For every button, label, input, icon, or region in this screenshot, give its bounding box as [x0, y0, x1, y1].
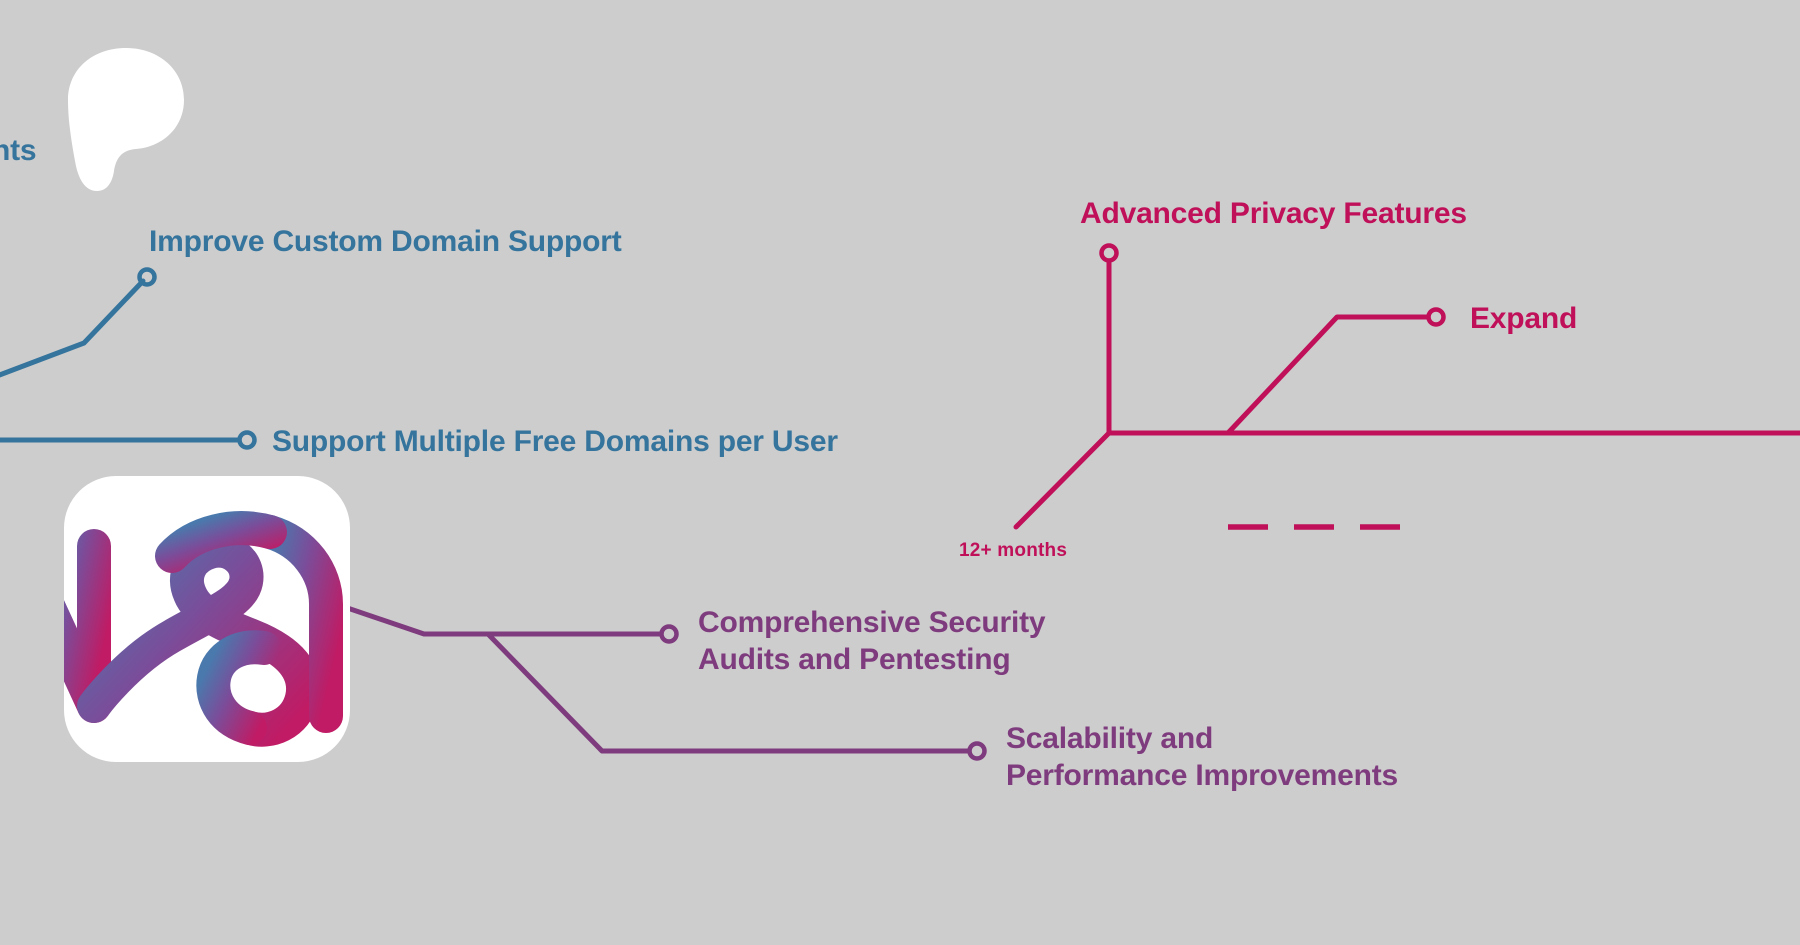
branch-diagonal-to-privacy-junction: [1013, 430, 1112, 530]
timeline-marker-12-plus-months: 12+ months: [959, 540, 1068, 561]
node-scalability-performance[interactable]: [967, 741, 987, 761]
node-support-multiple-domains[interactable]: [237, 430, 257, 450]
app-icon-card: [64, 476, 350, 762]
branch-expand: [1225, 314, 1431, 436]
milestone-label-support-multiple-free-domains: Support Multiple Free Domains per User: [272, 425, 838, 458]
branch-improve-custom-domain: [0, 278, 146, 378]
branch-scalability-performance: [485, 631, 972, 754]
milestone-label-advanced-privacy-features: Advanced Privacy Features: [1080, 197, 1467, 230]
milestone-label-clipped-top-left: nts: [0, 134, 37, 167]
patreon-bubble-icon: [66, 48, 184, 191]
branch-security-audits: [315, 595, 664, 637]
node-improve-custom-domain[interactable]: [137, 267, 157, 287]
node-comprehensive-security-audits[interactable]: [659, 624, 679, 644]
node-advanced-privacy-features[interactable]: [1099, 243, 1119, 263]
milestone-label-expand: Expand: [1470, 302, 1578, 335]
node-expand[interactable]: [1426, 307, 1446, 327]
milestone-label-scalability-performance: Scalability and Performance Improvements: [1006, 722, 1399, 792]
milestone-label-improve-custom-domain-support: Improve Custom Domain Support: [149, 225, 622, 258]
milestone-label-comprehensive-security-audits: Comprehensive Security Audits and Pentes…: [698, 606, 1046, 676]
